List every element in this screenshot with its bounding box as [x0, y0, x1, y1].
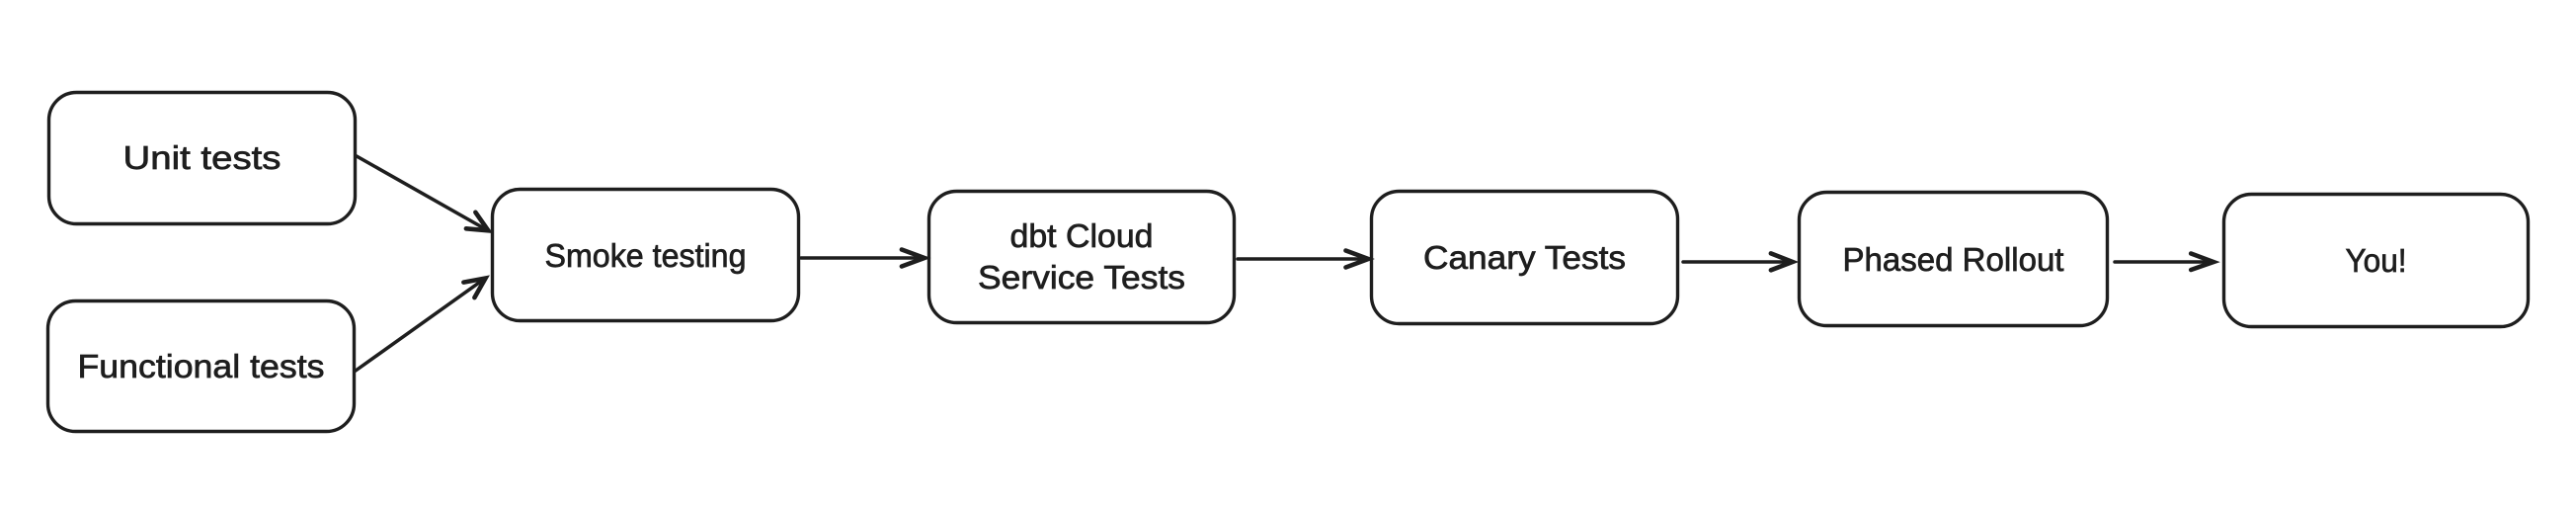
svg-text:Smoke testing: Smoke testing [545, 237, 747, 274]
svg-text:dbt Cloud: dbt Cloud [1010, 217, 1154, 254]
svg-text:Canary Tests: Canary Tests [1423, 239, 1626, 276]
svg-text:Functional tests: Functional tests [78, 348, 325, 384]
svg-text:You!: You! [2346, 242, 2407, 279]
svg-text:Phased Rollout: Phased Rollout [1843, 241, 2064, 278]
svg-text:Unit tests: Unit tests [123, 139, 282, 176]
svg-text:Service Tests: Service Tests [978, 259, 1185, 296]
